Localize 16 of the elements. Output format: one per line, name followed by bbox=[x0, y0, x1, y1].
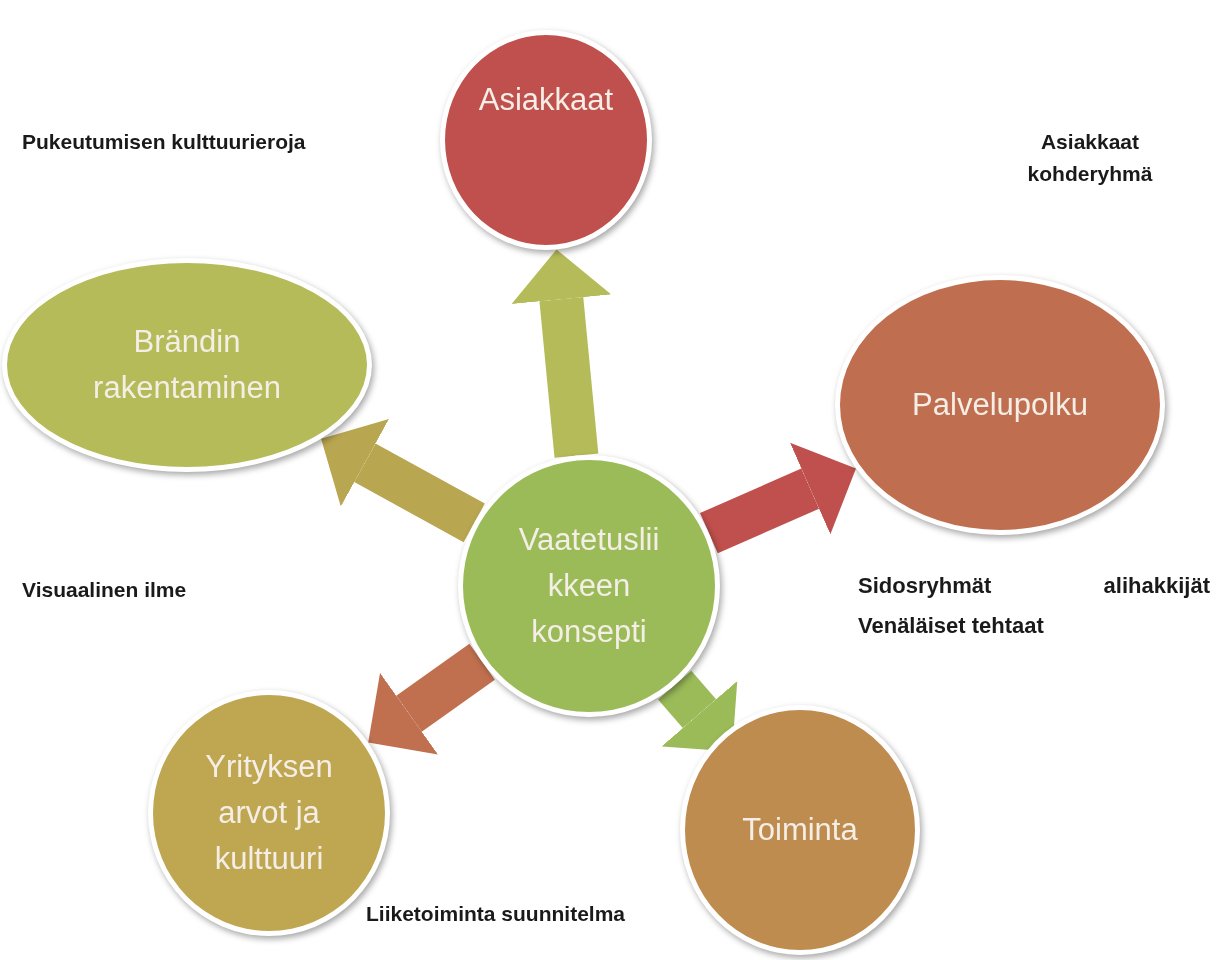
node-label: Brändin rakentaminen bbox=[93, 323, 281, 407]
node-label: Palvelupolku bbox=[912, 386, 1088, 424]
note-text: Pukeutumisen kulttuurieroja bbox=[22, 129, 307, 155]
note-text: Sidosryhmät alihakkijät Venäläiset tehtaat bbox=[858, 572, 1210, 640]
block-arrow bbox=[321, 419, 485, 543]
note-text: Asiakkaat kohderyhmä bbox=[1026, 129, 1154, 187]
node-label: Toiminta bbox=[742, 811, 858, 849]
node-label: Yrityksen arvot ja kulttuuri bbox=[204, 748, 334, 878]
note-text: Visuaalinen ilme bbox=[22, 577, 188, 603]
node-label: Vaatetuslii kkeen konsepti bbox=[517, 521, 661, 651]
block-arrow bbox=[700, 442, 856, 554]
block-arrow bbox=[511, 249, 612, 458]
block-arrow bbox=[368, 643, 495, 755]
block-arrow bbox=[658, 670, 738, 752]
note-text: Liiketoiminta suunnitelma bbox=[366, 901, 627, 927]
node-label: Asiakkaat bbox=[478, 81, 614, 119]
